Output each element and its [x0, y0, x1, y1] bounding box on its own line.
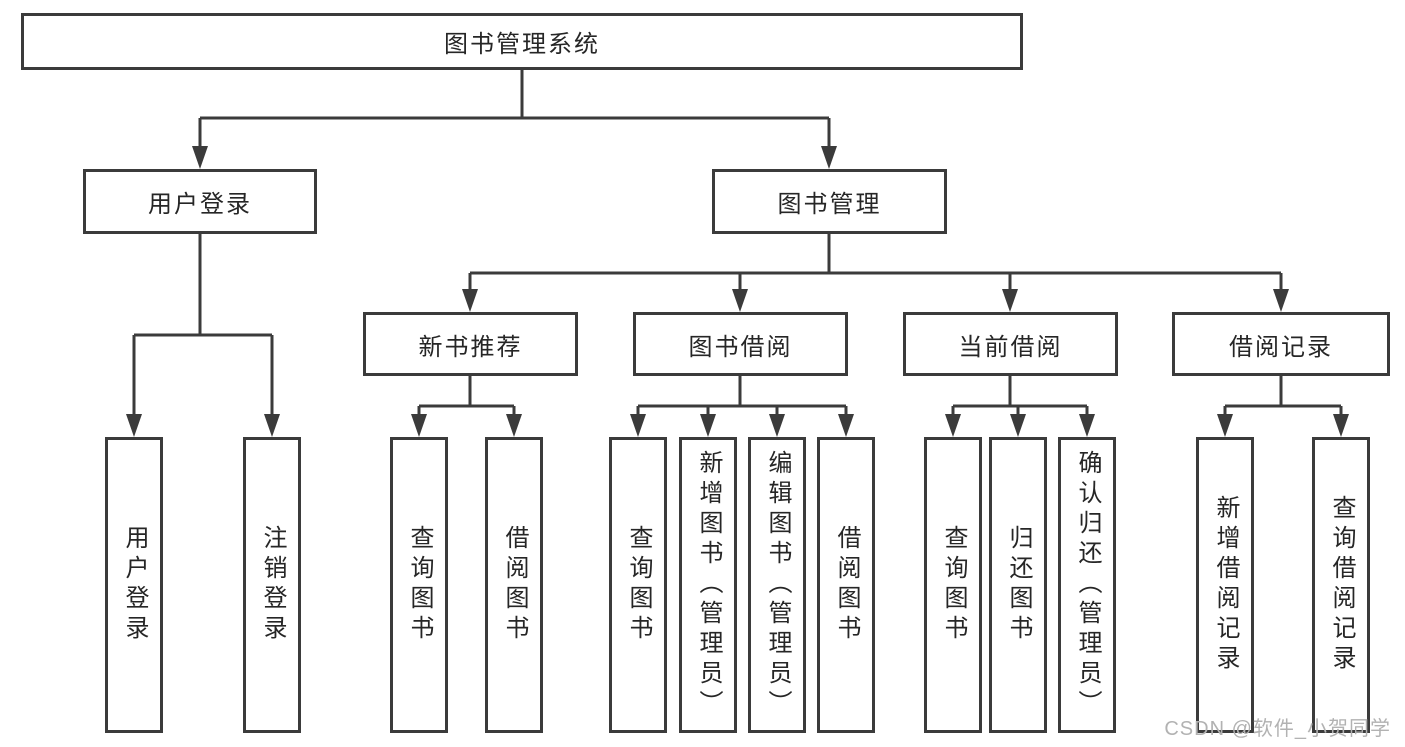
node-user-login: 用户登录: [83, 169, 317, 234]
arrowhead: [1333, 414, 1349, 437]
leaf-query-book-borrow: 查询图书: [609, 437, 667, 733]
leaf-query-borrow-record: 查询借阅记录: [1312, 437, 1370, 733]
connector-current-to-leaves: [951, 376, 1089, 419]
leaf-add-borrow-record: 新增借阅记录: [1196, 437, 1254, 733]
leaf-query-book-current: 查询图书: [924, 437, 982, 733]
arrowhead: [821, 146, 837, 169]
arrowhead: [1079, 414, 1095, 437]
arrowhead: [462, 289, 478, 312]
connector-mgmt-to-level3: [468, 234, 1283, 294]
leaf-logout: 注销登录: [243, 437, 301, 733]
leaf-borrow-book-borrow: 借阅图书: [817, 437, 875, 733]
arrowhead: [126, 414, 142, 437]
leaf-confirm-return-admin: 确认归还（管理员）: [1058, 437, 1116, 733]
connector-recommend-to-leaves: [417, 376, 516, 419]
arrowhead: [1273, 289, 1289, 312]
leaf-user-login: 用户登录: [105, 437, 163, 733]
csdn-watermark: CSDN @软件_小贺同学: [1164, 718, 1391, 740]
leaf-add-book-admin: 新增图书（管理员）: [679, 437, 737, 733]
node-book-management: 图书管理: [712, 169, 947, 234]
arrowhead: [1010, 414, 1026, 437]
leaf-return-book: 归还图书: [989, 437, 1047, 733]
arrowhead: [838, 414, 854, 437]
connector-login-to-leaves: [132, 233, 274, 419]
arrowheads: [126, 146, 1349, 437]
leaf-query-book-recommend: 查询图书: [390, 437, 448, 733]
connector-root-to-level2: [198, 69, 831, 151]
node-root: 图书管理系统: [21, 13, 1023, 70]
arrowhead: [506, 414, 522, 437]
node-new-book-recommend: 新书推荐: [363, 312, 578, 376]
node-borrow-records: 借阅记录: [1172, 312, 1390, 376]
arrowhead: [769, 414, 785, 437]
arrowhead: [192, 146, 208, 169]
arrowhead: [630, 414, 646, 437]
leaf-borrow-book-recommend: 借阅图书: [485, 437, 543, 733]
arrowhead: [1217, 414, 1233, 437]
connector-records-to-leaves: [1223, 376, 1343, 419]
arrowhead: [1002, 289, 1018, 312]
arrowhead: [264, 414, 280, 437]
arrowhead: [732, 289, 748, 312]
arrowhead: [411, 414, 427, 437]
arrowhead: [700, 414, 716, 437]
node-book-borrow: 图书借阅: [633, 312, 848, 376]
connector-borrow-to-leaves: [636, 376, 848, 419]
arrowhead: [945, 414, 961, 437]
leaf-edit-book-admin: 编辑图书（管理员）: [748, 437, 806, 733]
node-current-borrow: 当前借阅: [903, 312, 1118, 376]
